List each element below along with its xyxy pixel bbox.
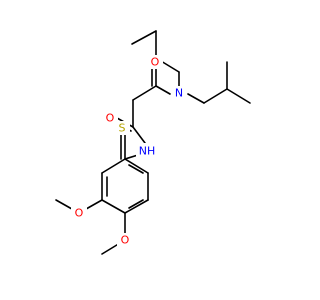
sulfur-atom: S — [114, 121, 130, 135]
sulfur-label: S — [119, 122, 126, 135]
atom-label-bg — [136, 143, 158, 159]
atom-label-bg — [171, 86, 187, 100]
bond — [128, 199, 144, 209]
imide-oxygen-label: O — [106, 112, 115, 125]
bond — [203, 88, 228, 104]
bond — [132, 85, 157, 101]
bond — [226, 88, 251, 104]
nitrogen-atom: N — [171, 86, 187, 100]
nh-group: NH — [136, 143, 158, 159]
bond — [132, 126, 146, 144]
atom-label-bg — [147, 55, 163, 69]
bond — [124, 199, 149, 214]
amide-nitrogen-label: N — [175, 87, 183, 100]
methoxy-oxygen-4-label: O — [121, 234, 130, 247]
atom-label-bg — [114, 121, 130, 135]
amide-oxygen-label: O — [151, 56, 160, 69]
oxygen-atom: O — [117, 233, 133, 247]
bond — [131, 30, 157, 45]
molecule-structure: N O O NH S O O — [55, 30, 251, 255]
bond — [101, 158, 126, 174]
bond — [128, 164, 144, 174]
imide-nitrogen-label: NH — [139, 145, 156, 158]
bond — [124, 154, 139, 160]
atom-label-bg — [71, 206, 87, 220]
oxygen-atom: O — [71, 206, 87, 220]
bond — [155, 85, 171, 95]
bond — [124, 158, 149, 174]
atom-label-bg — [117, 233, 133, 247]
methoxy-oxygen-3-label: O — [75, 207, 84, 220]
oxygen-atom: O — [147, 55, 163, 69]
bond — [187, 93, 205, 104]
atom-labels: N O O NH S O O — [71, 55, 187, 247]
bond — [101, 199, 126, 214]
